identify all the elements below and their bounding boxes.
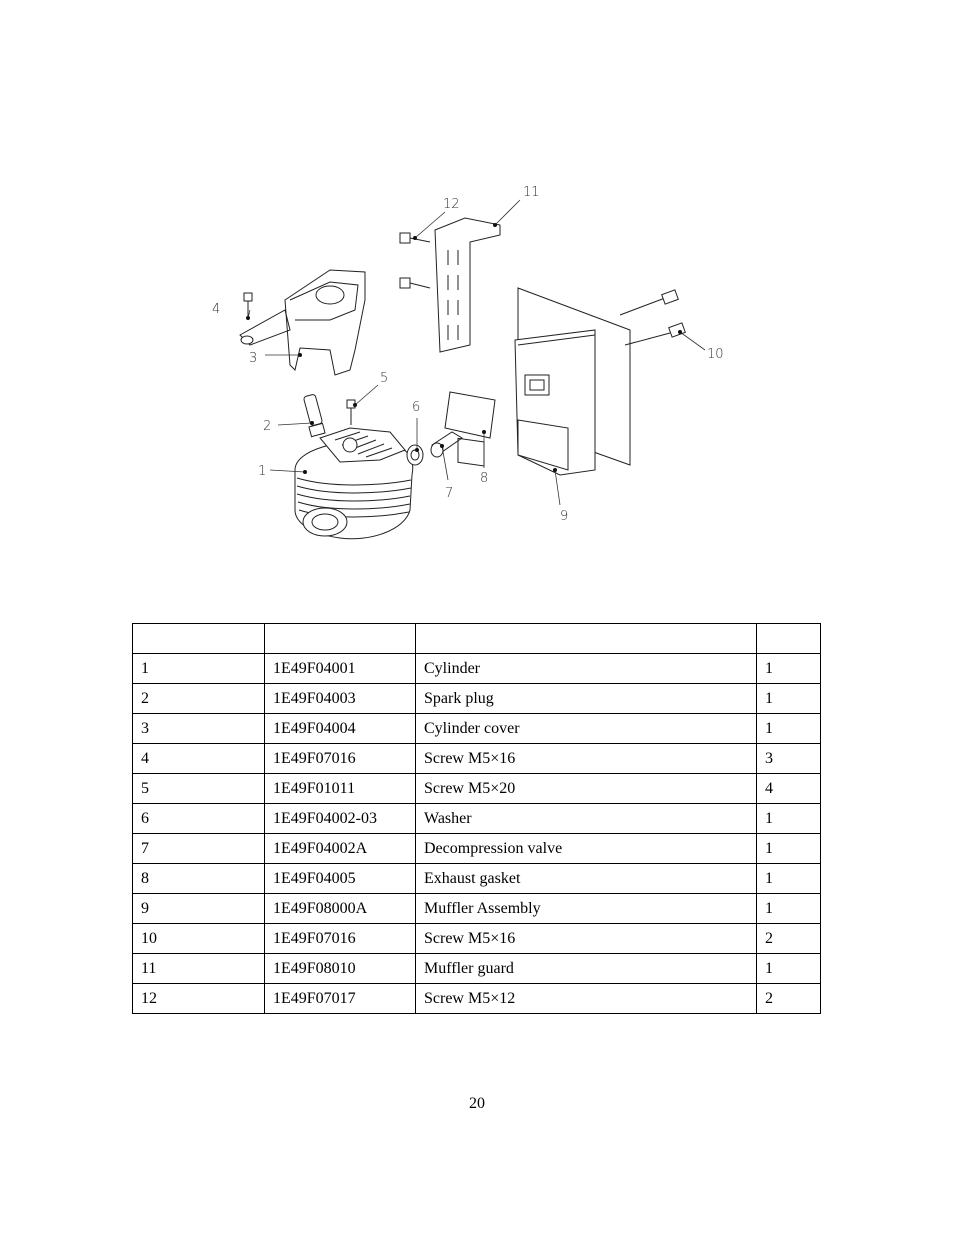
callout-9: 9 bbox=[560, 509, 568, 524]
table-header-row bbox=[132, 623, 821, 654]
part-quantity-cell: 1 bbox=[756, 863, 821, 894]
header-cell bbox=[264, 623, 416, 654]
part-quantity-cell: 2 bbox=[756, 983, 821, 1014]
part-description-cell: Exhaust gasket bbox=[415, 863, 757, 894]
cylinder-drawing bbox=[294, 427, 414, 540]
spark-plug-drawing bbox=[303, 394, 326, 438]
part-description-cell: Muffler guard bbox=[415, 953, 757, 984]
part-description-cell: Muffler Assembly bbox=[415, 893, 757, 924]
part-number-cell: 3 bbox=[132, 713, 265, 744]
part-code-cell: 1E49F07017 bbox=[264, 983, 416, 1014]
part-number-cell: 8 bbox=[132, 863, 265, 894]
part-description-cell: Cylinder cover bbox=[415, 713, 757, 744]
part-code-cell: 1E49F04002-03 bbox=[264, 803, 416, 834]
part-code-cell: 1E49F07016 bbox=[264, 743, 416, 774]
part-code-cell: 1E49F04003 bbox=[264, 683, 416, 714]
part-number-cell: 9 bbox=[132, 893, 265, 924]
callout-7: 7 bbox=[445, 486, 453, 501]
exhaust-gasket-drawing bbox=[444, 391, 496, 467]
callout-11: 11 bbox=[523, 185, 540, 200]
part-description-cell: Screw M5×12 bbox=[415, 983, 757, 1014]
part-quantity-cell: 1 bbox=[756, 893, 821, 924]
exploded-parts-diagram: 1 2 3 4 5 6 7 8 9 10 11 12 bbox=[200, 170, 740, 560]
part-number-cell: 12 bbox=[132, 983, 265, 1014]
part-quantity-cell: 1 bbox=[756, 653, 821, 684]
part-description-cell: Cylinder bbox=[415, 653, 757, 684]
part-description-cell: Washer bbox=[415, 803, 757, 834]
part-quantity-cell: 1 bbox=[756, 953, 821, 984]
part-quantity-cell: 1 bbox=[756, 803, 821, 834]
part-number-cell: 10 bbox=[132, 923, 265, 954]
callout-5: 5 bbox=[380, 371, 388, 386]
part-number-cell: 5 bbox=[132, 773, 265, 804]
callout-10: 10 bbox=[707, 347, 724, 362]
part-code-cell: 1E49F04004 bbox=[264, 713, 416, 744]
muffler-drawing bbox=[514, 287, 631, 476]
part-quantity-cell: 3 bbox=[756, 743, 821, 774]
callout-3: 3 bbox=[249, 351, 257, 366]
part-number-cell: 1 bbox=[132, 653, 265, 684]
callout-8: 8 bbox=[480, 471, 488, 486]
part-quantity-cell: 1 bbox=[756, 833, 821, 864]
callout-2: 2 bbox=[263, 419, 271, 434]
part-code-cell: 1E49F01011 bbox=[264, 773, 416, 804]
part-code-cell: 1E49F08010 bbox=[264, 953, 416, 984]
part-number-cell: 4 bbox=[132, 743, 265, 774]
callout-6: 6 bbox=[412, 400, 420, 415]
part-quantity-cell: 4 bbox=[756, 773, 821, 804]
callout-1: 1 bbox=[258, 464, 266, 479]
callout-12: 12 bbox=[443, 197, 460, 212]
part-quantity-cell: 1 bbox=[756, 683, 821, 714]
leader-lines bbox=[246, 199, 706, 506]
part-code-cell: 1E49F08000A bbox=[264, 893, 416, 924]
part-number-cell: 11 bbox=[132, 953, 265, 984]
part-description-cell: Screw M5×20 bbox=[415, 773, 757, 804]
header-cell bbox=[415, 623, 757, 654]
part-description-cell: Screw M5×16 bbox=[415, 743, 757, 774]
cylinder-cover-drawing bbox=[239, 269, 366, 376]
part-number-cell: 7 bbox=[132, 833, 265, 864]
part-number-cell: 2 bbox=[132, 683, 265, 714]
part-code-cell: 1E49F04002A bbox=[264, 833, 416, 864]
part-code-cell: 1E49F07016 bbox=[264, 923, 416, 954]
part-code-cell: 1E49F04001 bbox=[264, 653, 416, 684]
screw-drawings bbox=[243, 292, 356, 425]
washer-valve-drawing bbox=[406, 431, 463, 466]
part-description-cell: Screw M5×16 bbox=[415, 923, 757, 954]
part-quantity-cell: 1 bbox=[756, 713, 821, 744]
part-description-cell: Spark plug bbox=[415, 683, 757, 714]
callout-4: 4 bbox=[212, 302, 220, 317]
muffler-guard-drawing bbox=[399, 217, 501, 353]
part-description-cell: Decompression valve bbox=[415, 833, 757, 864]
part-quantity-cell: 2 bbox=[756, 923, 821, 954]
page-number: 20 bbox=[469, 1095, 485, 1112]
part-code-cell: 1E49F04005 bbox=[264, 863, 416, 894]
header-cell bbox=[756, 623, 821, 654]
part-number-cell: 6 bbox=[132, 803, 265, 834]
header-cell bbox=[132, 623, 265, 654]
